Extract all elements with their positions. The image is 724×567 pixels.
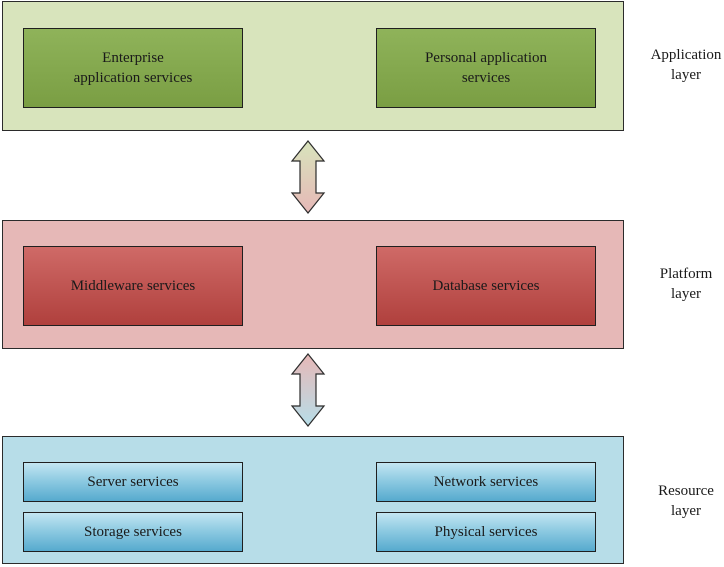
resource-layer-label: Resource layer (658, 483, 714, 519)
platform-layer-label: Platform layer (659, 266, 713, 302)
double-arrow-icon (290, 140, 326, 214)
enterprise-application-services: Enterprise application services (23, 28, 243, 108)
network-services: Network services (376, 462, 596, 502)
server-services: Server services (23, 462, 243, 502)
storage-services: Storage services (23, 512, 243, 552)
middleware-services: Middleware services (23, 246, 243, 326)
physical-services: Physical services (376, 512, 596, 552)
database-services: Database services (376, 246, 596, 326)
double-arrow-icon (290, 353, 326, 427)
application-layer-label: Application layer (650, 47, 722, 83)
personal-application-services: Personal application services (376, 28, 596, 108)
